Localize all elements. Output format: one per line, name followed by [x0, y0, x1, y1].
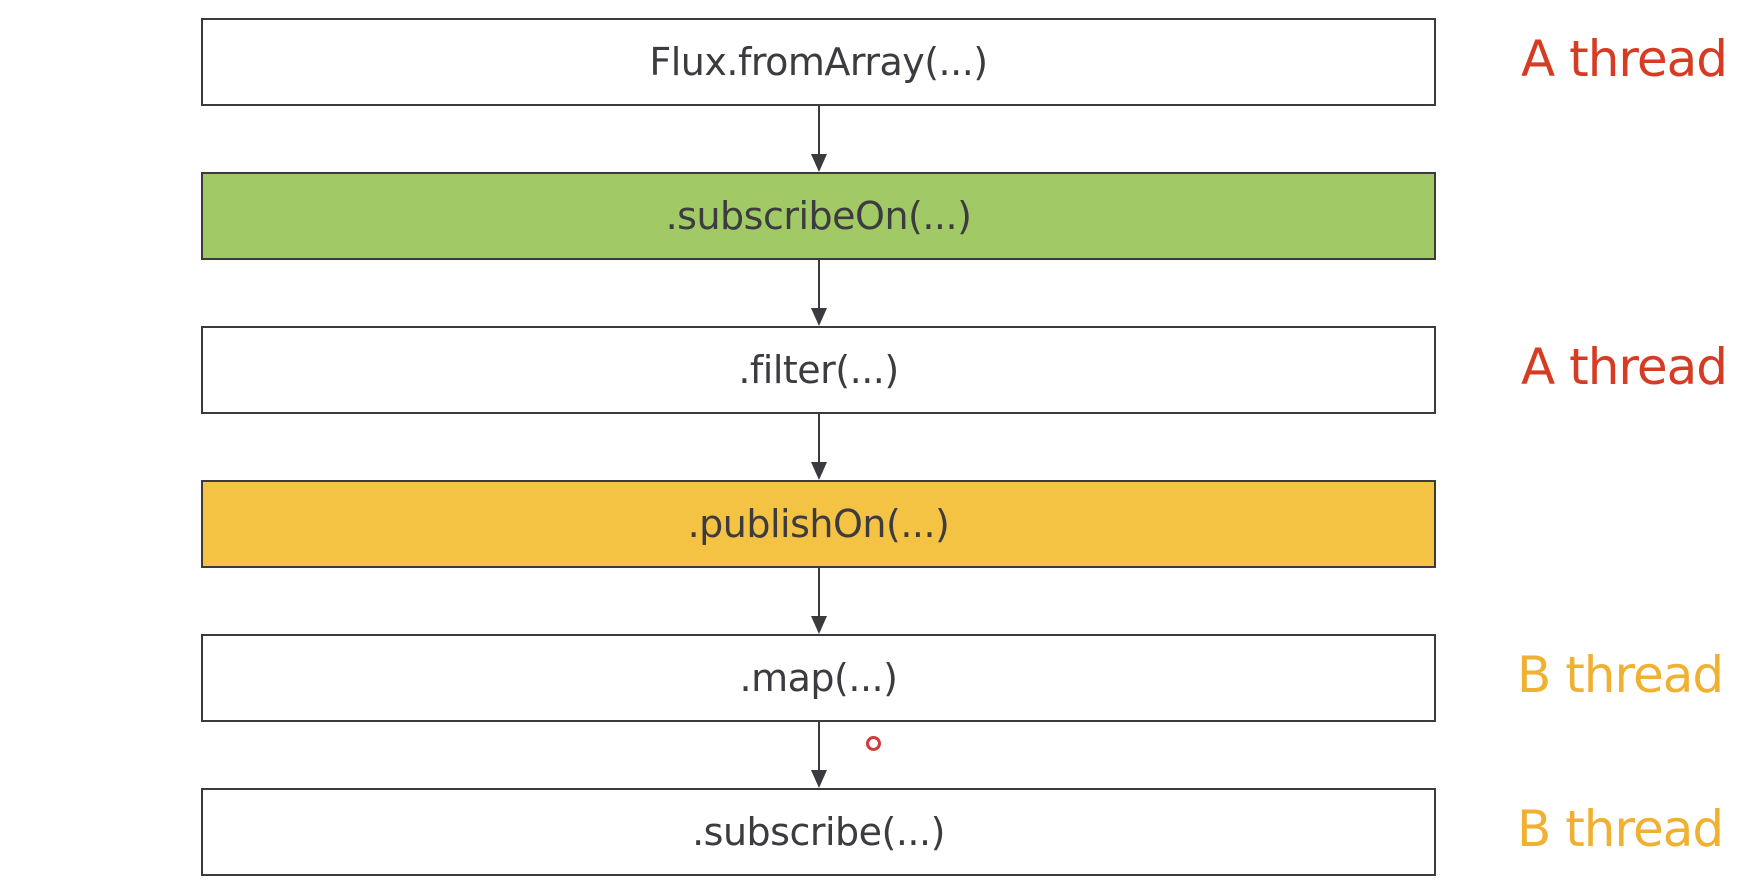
down-arrow-icon: [811, 260, 827, 326]
node-label: .publishOn(...): [687, 502, 950, 546]
down-arrow-icon: [811, 722, 827, 788]
node-label: Flux.fromArray(...): [649, 40, 988, 84]
down-arrow-icon: [811, 568, 827, 634]
mouse-cursor-icon: [866, 736, 881, 751]
thread-label-a-1: A thread: [1521, 30, 1728, 88]
node-label: .subscribeOn(...): [665, 194, 972, 238]
node-label: .filter(...): [738, 348, 899, 392]
node-subscribeon: .subscribeOn(...): [201, 172, 1436, 260]
node-label: .subscribe(...): [692, 810, 945, 854]
thread-label-b-2: B thread: [1517, 800, 1724, 858]
thread-label-a-2: A thread: [1521, 338, 1728, 396]
node-label: .map(...): [739, 656, 898, 700]
thread-label-b-1: B thread: [1517, 646, 1724, 704]
node-publishon: .publishOn(...): [201, 480, 1436, 568]
node-map: .map(...): [201, 634, 1436, 722]
down-arrow-icon: [811, 106, 827, 172]
node-filter: .filter(...): [201, 326, 1436, 414]
node-flux-fromarray: Flux.fromArray(...): [201, 18, 1436, 106]
down-arrow-icon: [811, 414, 827, 480]
node-subscribe: .subscribe(...): [201, 788, 1436, 876]
